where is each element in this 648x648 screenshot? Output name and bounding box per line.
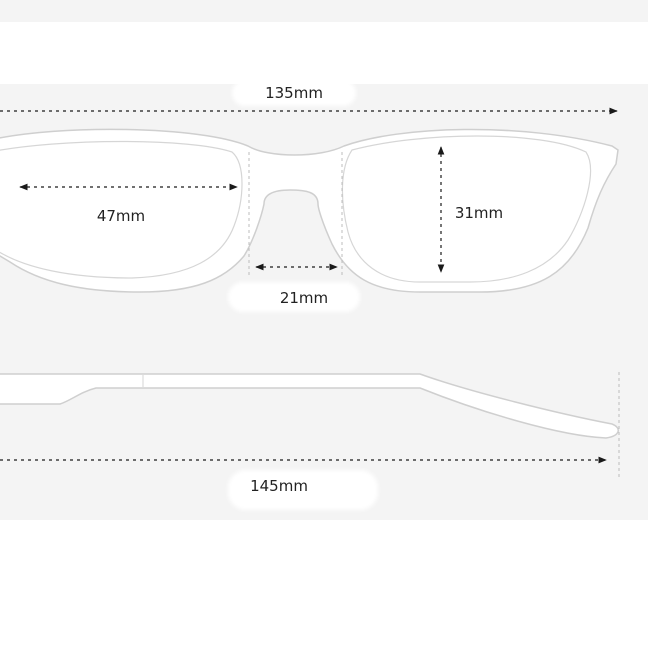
label-pad-bridge <box>228 282 360 312</box>
label-pad-temple <box>228 470 378 510</box>
top-band <box>0 0 648 22</box>
label-pad-frame-width <box>232 80 356 106</box>
front-frame <box>0 128 619 293</box>
temple-length-label: 145mm <box>250 477 308 495</box>
left-lens <box>0 140 243 279</box>
lens-width-label: 47mm <box>96 207 146 225</box>
lens-height-label: 31mm <box>454 204 504 222</box>
frame-width-label: 135mm <box>265 84 323 102</box>
temple-arm <box>0 373 619 439</box>
right-lens <box>341 135 592 283</box>
bridge-width-label: 21mm <box>279 289 329 307</box>
